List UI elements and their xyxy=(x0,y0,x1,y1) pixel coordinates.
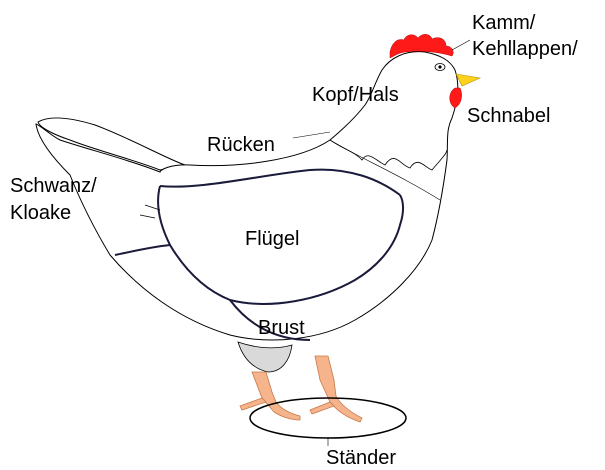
label-staender: Ständer xyxy=(326,447,397,469)
label-schnabel: Schnabel xyxy=(467,105,551,127)
thigh xyxy=(237,341,293,373)
beak xyxy=(455,73,482,87)
leg-right xyxy=(314,355,363,423)
wattle xyxy=(449,87,462,109)
label-fluegel: Flügel xyxy=(245,228,300,250)
comb xyxy=(389,34,454,59)
tail-detail-2 xyxy=(139,214,156,219)
tail-detail xyxy=(144,204,161,211)
label-kamm: Kamm/ xyxy=(472,12,536,34)
leader-ruecken xyxy=(292,131,331,139)
leg-left-toe xyxy=(239,397,267,411)
label-ruecken: Rücken xyxy=(207,134,275,156)
tail-line xyxy=(114,244,171,256)
neck-line xyxy=(329,139,441,201)
label-schwanz: Schwanz/ xyxy=(10,175,97,197)
pupil xyxy=(438,65,442,69)
label-kopf-hals: Kopf/Hals xyxy=(312,84,399,106)
leader-kamm xyxy=(451,39,471,51)
label-kehllappen: Kehllappen/ xyxy=(472,38,578,60)
hackle-feathers xyxy=(329,139,448,171)
leg-right-toe xyxy=(309,401,335,415)
back-line xyxy=(159,168,401,196)
leg-left xyxy=(251,371,301,421)
label-kloake: Kloake xyxy=(10,202,72,224)
tail-feathers xyxy=(37,117,187,171)
label-brust: Brust xyxy=(258,317,305,339)
breast-line xyxy=(229,299,311,341)
